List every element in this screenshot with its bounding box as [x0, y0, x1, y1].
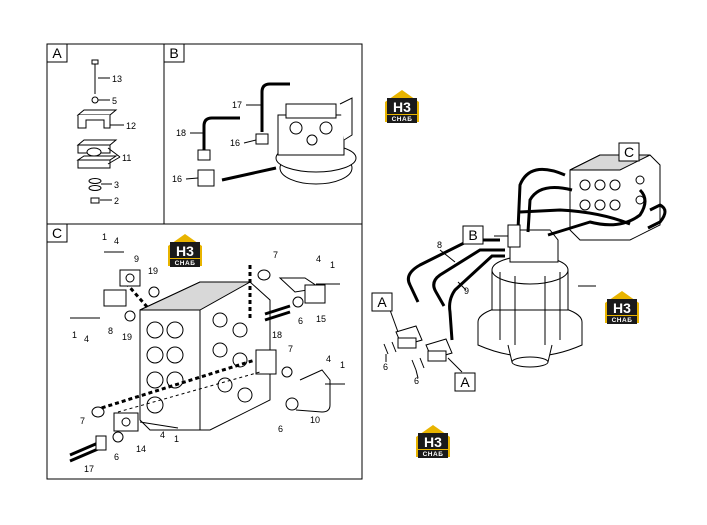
callout: 4: [160, 430, 165, 440]
callout: 1: [340, 360, 345, 370]
callout: 19: [148, 266, 158, 276]
callout: 17: [84, 464, 94, 474]
callout: 14: [136, 444, 146, 454]
brand-logo: H3 CHAБ: [416, 425, 450, 458]
main-tag-a: A: [460, 374, 470, 390]
callout: 8: [108, 326, 113, 336]
callout: 10: [310, 415, 320, 425]
callout: 12: [126, 121, 136, 131]
callout: 4: [326, 354, 331, 364]
svg-text:CHAБ: CHAБ: [392, 116, 413, 123]
callout: 16: [172, 174, 182, 184]
brand-logo: H3 CHAБ: [385, 90, 419, 123]
bolt-6-callout: 6: [414, 376, 419, 386]
brand-logo: H3 CHAБ: [605, 291, 639, 324]
callout: 7: [80, 416, 85, 426]
callout: 1: [330, 260, 335, 270]
main-assembly: 8 9 6 6 C B A A: [371, 142, 667, 392]
callout: 9: [134, 254, 139, 264]
brand-logo: H3 CHAБ: [168, 234, 202, 267]
svg-text:CHAБ: CHAБ: [175, 260, 196, 267]
callout: 1: [102, 232, 107, 242]
svg-text:H3: H3: [424, 434, 442, 450]
panel-b-tag: B: [169, 45, 178, 61]
callout: 4: [316, 254, 321, 264]
callout: 18: [176, 128, 186, 138]
line-8-callout: 8: [437, 240, 442, 250]
main-tag-a: A: [377, 294, 387, 310]
svg-text:CHAБ: CHAБ: [612, 317, 633, 324]
main-tag-c: C: [624, 144, 634, 160]
panel-c: C: [46, 223, 363, 480]
panel-c-tag: C: [52, 225, 62, 241]
callout: 6: [278, 424, 283, 434]
callout: 7: [273, 250, 278, 260]
callout: 18: [272, 330, 282, 340]
svg-text:H3: H3: [176, 243, 194, 259]
callout: 13: [112, 74, 122, 84]
panel-b: B 17 18 16 16: [163, 43, 363, 225]
callout: 17: [232, 100, 242, 110]
svg-text:H3: H3: [393, 99, 411, 115]
callout: 16: [230, 138, 240, 148]
svg-text:CHAБ: CHAБ: [423, 451, 444, 458]
callout: 7: [288, 344, 293, 354]
callout: 6: [114, 452, 119, 462]
callout: 4: [114, 236, 119, 246]
callout: 2: [114, 196, 119, 206]
panel-a-tag: A: [52, 45, 62, 61]
callout: 11: [122, 153, 131, 163]
callout: 4: [84, 334, 89, 344]
svg-text:H3: H3: [613, 300, 631, 316]
bolt-6-callout: 6: [383, 362, 388, 372]
panel-a: A 13 5 12 11 3 2: [46, 43, 165, 225]
callout: 1: [174, 434, 179, 444]
main-tag-b: B: [468, 227, 477, 243]
callout: 6: [298, 316, 303, 326]
callout: 1: [72, 330, 77, 340]
callout: 19: [122, 332, 132, 342]
callout: 3: [114, 180, 119, 190]
line-9-callout: 9: [464, 286, 469, 296]
callout: 5: [112, 96, 117, 106]
callout: 15: [316, 314, 326, 324]
